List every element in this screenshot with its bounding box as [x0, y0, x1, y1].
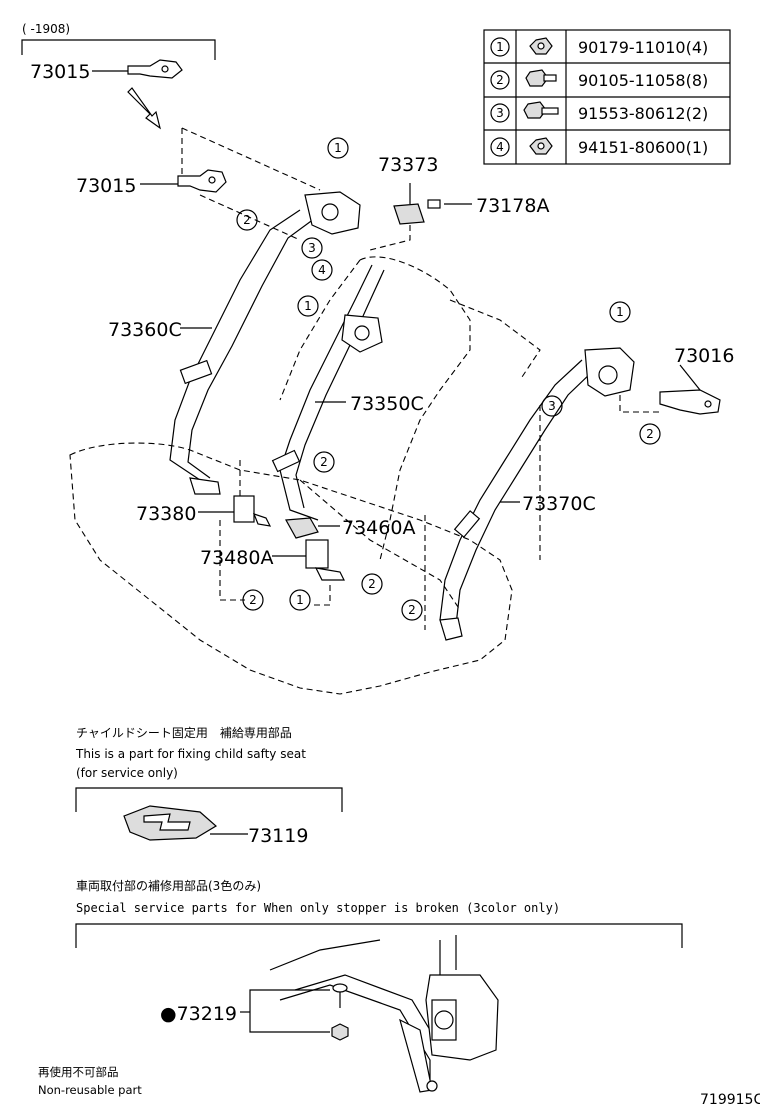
callout-number: 2: [646, 427, 654, 441]
special-note-jp: 車両取付部の補修用部品(3色のみ): [76, 878, 261, 893]
callout-number: 1: [334, 141, 342, 155]
table-callout: 4: [496, 140, 504, 154]
callout: 1: [289, 589, 311, 611]
rear-seat-outline: [69, 127, 660, 695]
bracket-73016[interactable]: [659, 389, 721, 415]
callout: 4: [311, 259, 333, 281]
part-label-73373[interactable]: 73373: [378, 154, 438, 176]
part-label-73219[interactable]: ●73219: [160, 1003, 237, 1025]
legend-jp: 再使用不可部品: [38, 1065, 119, 1079]
seat-belt-73360c[interactable]: [169, 191, 361, 495]
anchor-73119[interactable]: [123, 805, 218, 841]
special-service-section: 車両取付部の補修用部品(3色のみ) Special service parts …: [75, 878, 683, 1093]
part-label-73480a[interactable]: 73480A: [200, 547, 273, 569]
callout-number: 1: [616, 305, 624, 319]
part-label-73119[interactable]: 73119: [248, 825, 308, 847]
leader-lines: [140, 183, 701, 557]
callout: 2: [639, 423, 661, 445]
parts-table-row[interactable]: 2 90105-11058(8): [490, 69, 708, 90]
callout-number: 2: [249, 593, 257, 607]
stopper-73219[interactable]: [331, 983, 349, 1041]
callout-number: 2: [408, 603, 416, 617]
callout: 1: [297, 295, 319, 317]
direction-arrow-icon: [127, 87, 161, 130]
callout: 2: [361, 573, 383, 595]
part-label-73015[interactable]: 73015: [76, 175, 136, 197]
callout-number: 2: [243, 213, 251, 227]
part-label-73460a[interactable]: 73460A: [342, 517, 415, 539]
table-callout: 1: [496, 40, 504, 54]
date-range-label: ( -1908): [22, 22, 70, 36]
parts-table-row[interactable]: 1 90179-11010(4): [490, 37, 708, 57]
table-part-number: 91553-80612(2): [578, 104, 708, 123]
buckle-73480a[interactable]: [305, 539, 345, 581]
legend-en: Non-reusable part: [38, 1083, 142, 1097]
child-seat-note-service: (for service only): [76, 766, 178, 780]
nut-icon: [529, 137, 553, 155]
buckle-73460a[interactable]: [285, 517, 319, 539]
buckle-73380[interactable]: [233, 495, 272, 527]
date-range-box: ( -1908) 73015: [21, 22, 216, 83]
callout-number: 1: [304, 299, 312, 313]
callout-number: 1: [296, 593, 304, 607]
callout-number: 2: [320, 455, 328, 469]
cover-73373[interactable]: [393, 203, 425, 225]
bolt-icon: [523, 101, 559, 119]
table-callout: 2: [496, 73, 504, 87]
parts-table-row[interactable]: 4 94151-80600(1): [490, 137, 708, 157]
table-part-number: 90105-11058(8): [578, 71, 708, 90]
part-label-73016[interactable]: 73016: [674, 345, 734, 367]
callout: 3: [301, 237, 323, 259]
part-label-73370c[interactable]: 73370C: [522, 493, 596, 515]
callout: 2: [242, 589, 264, 611]
legend: 再使用不可部品 Non-reusable part: [38, 1065, 142, 1097]
part-label-73178a[interactable]: 73178A: [476, 195, 549, 217]
parts-table-row[interactable]: 3 91553-80612(2): [490, 101, 708, 123]
callout: 2: [313, 451, 335, 473]
part-label-73360c[interactable]: 73360C: [108, 319, 182, 341]
callout: 2: [236, 209, 258, 231]
child-seat-note-jp: チャイルドシート固定用 補給専用部品: [76, 725, 292, 740]
table-part-number: 90179-11010(4): [578, 38, 708, 57]
figure-id: 719915C: [700, 1092, 760, 1108]
table-callout: 3: [496, 106, 504, 120]
nut-icon: [529, 37, 553, 55]
callout-number: 3: [308, 241, 316, 255]
part-label-73350c[interactable]: 73350C: [350, 393, 424, 415]
callout: 1: [327, 137, 349, 159]
bracket-73015-top-icon: [127, 59, 183, 79]
stopper-assembly-illustration: [269, 935, 499, 1093]
callout: 2: [401, 599, 423, 621]
child-seat-section: チャイルドシート固定用 補給専用部品 This is a part for fi…: [75, 725, 343, 847]
bracket-73015[interactable]: [177, 169, 227, 193]
callout-number: 4: [318, 263, 326, 277]
parts-table: 1 90179-11010(4) 2 90105-11058(8) 3: [483, 29, 731, 165]
seat-belt-73350c[interactable]: [271, 264, 385, 521]
callout-number: 3: [548, 399, 556, 413]
part-label-73380[interactable]: 73380: [136, 503, 196, 525]
cover-73178a[interactable]: [427, 199, 441, 209]
callout: 1: [609, 301, 631, 323]
part-label-73015-top[interactable]: 73015: [30, 61, 90, 83]
flange-bolt-icon: [525, 69, 557, 87]
callout: 3: [541, 395, 563, 417]
special-note-en: Special service parts for When only stop…: [76, 901, 560, 915]
child-seat-note-en: This is a part for fixing child safty se…: [75, 747, 306, 761]
seat-belt-73370c[interactable]: [439, 347, 635, 641]
table-part-number: 94151-80600(1): [578, 138, 708, 157]
callout-number: 2: [368, 577, 376, 591]
